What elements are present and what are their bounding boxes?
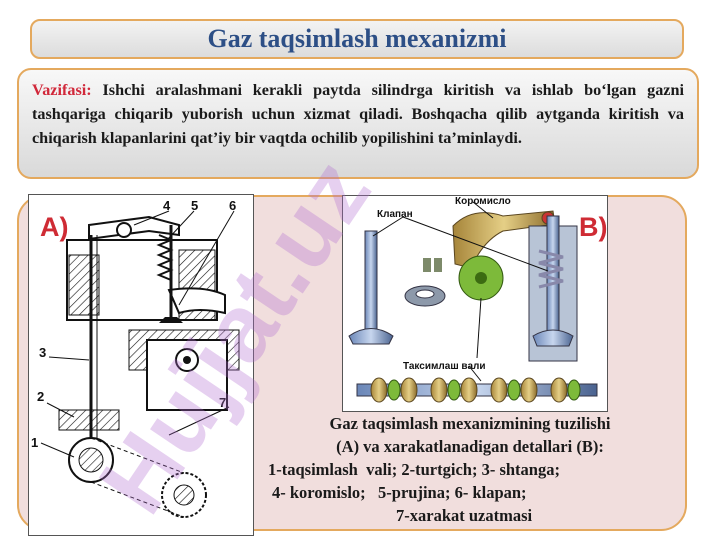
figure-b-parts-illustration: Коромисло Клапан Таксимлаш вали	[342, 195, 608, 412]
slide-title: Gaz taqsimlash mexanizmi	[207, 24, 507, 53]
description-lead: Vazifasi:	[32, 81, 92, 99]
callout-7: 7	[219, 395, 226, 410]
caption-line-3: 1-taqsimlash vali; 2-turtgich; 3- shtang…	[268, 460, 560, 479]
description-box: Vazifasi: Ishchi aralashmani kerakli pay…	[17, 68, 699, 179]
figure-b-label: B)	[579, 212, 608, 242]
figure-a-mechanism-drawing: 4 5 6 3 2 7 1	[28, 194, 254, 536]
callout-3: 3	[39, 345, 46, 360]
callout-4: 4	[163, 198, 171, 213]
caption-line-4: 4- koromislo; 5-prujina; 6- klapan;	[272, 483, 527, 502]
mechanism-drawing: 4 5 6 3 2 7 1	[31, 198, 240, 518]
label-rocker: Коромисло	[455, 196, 511, 207]
callout-1: 1	[31, 435, 38, 450]
callout-2: 2	[37, 389, 44, 404]
parts-illustration: Коромисло Клапан Таксимлаш вали	[348, 196, 598, 403]
figure-a-label: A)	[40, 212, 69, 242]
label-valve: Клапан	[377, 209, 413, 220]
label-camshaft: Таксимлаш вали	[403, 361, 486, 372]
callout-5: 5	[191, 198, 198, 213]
figure-caption: Gaz taqsimlash mexanizmining tuzilishi (…	[250, 412, 690, 527]
callout-6: 6	[229, 198, 236, 213]
caption-line-2: (A) va xarakatlanadigan detallari (B):	[336, 437, 604, 456]
caption-line-5: 7-xarakat uzatmasi	[396, 506, 533, 525]
title-bar: Gaz taqsimlash mexanizmi	[30, 19, 684, 59]
description-text: Ishchi aralashmani kerakli paytda silind…	[32, 81, 684, 147]
caption-line-1: Gaz taqsimlash mexanizmining tuzilishi	[329, 414, 611, 433]
